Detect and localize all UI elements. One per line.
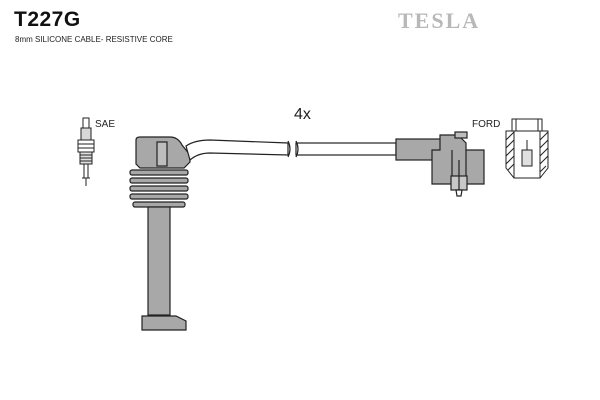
ford-terminal-illustration: [505, 118, 549, 179]
quantity-label: 4x: [294, 106, 311, 123]
brand-logo: TESLA: [398, 8, 481, 33]
spark-plug-illustration: [77, 117, 95, 186]
spark-plug-boot: [129, 136, 191, 331]
cable-spec-subtitle: 8mm SILICONE CABLE- RESISTIVE CORE: [15, 35, 173, 44]
part-number: T227G: [14, 8, 81, 31]
terminal-label: FORD: [472, 119, 500, 130]
coil-connector-boot: [395, 131, 485, 197]
spark-plug-label: SAE: [95, 119, 115, 130]
ignition-cable: [185, 139, 397, 162]
